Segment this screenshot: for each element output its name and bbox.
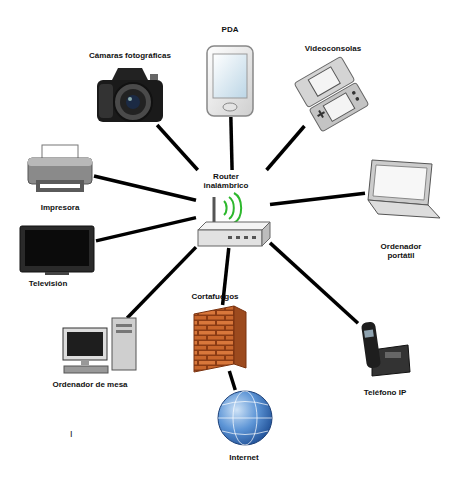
console-icon: [294, 56, 369, 131]
stray-mark: I: [70, 430, 73, 439]
device-label: PDA: [195, 25, 265, 34]
network-link: [229, 371, 235, 390]
device-label: Televisión: [13, 279, 83, 288]
device-node: Impresora: [26, 143, 94, 193]
pda-icon: [207, 46, 253, 116]
device-node: Televisión: [18, 224, 96, 276]
globe-icon: [218, 391, 272, 445]
device-node: Ordenador de mesa: [60, 318, 138, 376]
device-label: Teléfono IP: [340, 388, 430, 397]
network-link: [127, 247, 196, 318]
device-label: Ordenador de mesa: [35, 380, 145, 389]
device-node: PDA: [205, 45, 255, 117]
network-link: [96, 218, 196, 241]
device-label: Internet: [205, 453, 283, 462]
laptop-icon: [368, 160, 440, 218]
network-link: [231, 117, 232, 170]
device-node: Teléfono IP: [358, 318, 412, 378]
firewall-icon: [194, 306, 246, 372]
phone-icon: [361, 321, 410, 376]
network-link: [94, 176, 196, 200]
router-icon: [198, 193, 270, 246]
network-link: [270, 243, 358, 323]
device-node: Cámaras fotográficas: [95, 65, 165, 125]
device-node: Ordenador portátil: [365, 158, 437, 220]
network-link: [267, 126, 305, 170]
printer-icon: [28, 145, 92, 192]
device-label: Cortafuegos: [180, 292, 250, 301]
internet-node: Internet: [215, 390, 273, 446]
router-node: Router inalámbrico: [196, 170, 270, 248]
desktop-icon: [63, 318, 136, 373]
camera-icon: [97, 68, 163, 122]
device-label: Router inalámbrico: [196, 172, 256, 190]
network-link: [157, 125, 198, 170]
device-label: Cámaras fotográficas: [70, 51, 190, 60]
firewall-node: Cortafuegos: [190, 305, 248, 371]
device-node: Videoconsolas: [298, 62, 366, 126]
device-label: Ordenador portátil: [373, 242, 429, 260]
device-label: Videoconsolas: [288, 44, 378, 53]
network-link: [270, 193, 365, 204]
tv-icon: [20, 226, 94, 275]
device-label: Impresora: [16, 203, 104, 212]
